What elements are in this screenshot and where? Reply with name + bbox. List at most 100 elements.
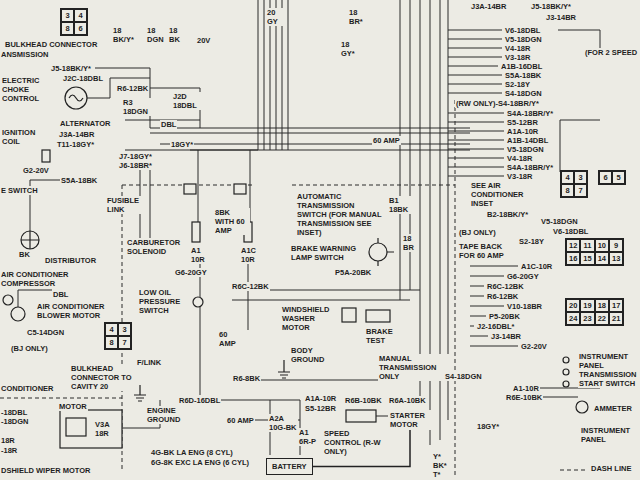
wire-label: BULKHEAD CONNECTOR bbox=[4, 40, 98, 49]
wire-label: J2-16DBL* bbox=[476, 322, 516, 331]
wire-label: BK bbox=[18, 250, 31, 259]
wire-label: J5-18BK/Y* bbox=[50, 64, 92, 73]
wire-label: T11-18GY* bbox=[56, 140, 95, 149]
wire-branches bbox=[448, 30, 600, 397]
wire-label: 18 DGN bbox=[146, 26, 168, 44]
wire-label: ANSMISSION bbox=[0, 50, 50, 59]
wire-label: A1 6R-P bbox=[298, 428, 322, 446]
wire-label: INSTRUMENT PANEL TRANSMISSION START SWIT… bbox=[578, 352, 640, 388]
wire-label: S4A-18BR/Y* bbox=[506, 109, 554, 118]
wire-label: S5-12BR bbox=[304, 404, 337, 413]
wire-label: V3A 18R bbox=[94, 420, 116, 438]
wire-label: A1B-14DBL bbox=[506, 136, 549, 145]
wire-label: 18GY* bbox=[476, 422, 500, 431]
component-name: WINDSHIELD WASHER MOTOR bbox=[282, 305, 338, 332]
washer-motor-symbol bbox=[342, 308, 356, 322]
wire-label: (BJ ONLY) bbox=[458, 228, 497, 237]
fusible-link-symbol bbox=[234, 184, 246, 194]
pin-number: 3 bbox=[118, 323, 131, 336]
wire-label: R6B-10BK bbox=[344, 396, 383, 405]
wire-label: C5-14DGN bbox=[26, 328, 65, 337]
wire-label: V5-18DGN bbox=[504, 35, 543, 44]
wire-label: LOW OIL PRESSURE SWITCH bbox=[138, 288, 188, 315]
wire-label: V10-18BR bbox=[506, 302, 543, 311]
wire-label: 60 AMP bbox=[372, 136, 401, 145]
alternator-symbol bbox=[65, 87, 87, 109]
transmission-switch-symbol bbox=[378, 238, 394, 266]
wire-label: V3-18R bbox=[504, 53, 531, 62]
wire-label: R6-12BK bbox=[116, 84, 149, 93]
component-label: BRAKE TEST bbox=[364, 326, 398, 346]
wire-label: 60 AMP bbox=[226, 416, 255, 425]
wire-label: R6E-10BK bbox=[505, 393, 543, 402]
pin-number: 10 bbox=[595, 239, 609, 252]
component-label: ALTERNATOR bbox=[58, 118, 112, 129]
component-name: ALTERNATOR bbox=[60, 119, 110, 128]
wire-label: BODY GROUND bbox=[290, 346, 322, 364]
wire-label: G2-20V bbox=[22, 166, 50, 175]
wire-label: DSHIELD WIPER MOTOR bbox=[0, 466, 91, 475]
pin-number: 24 bbox=[566, 312, 580, 325]
wire-label: A1A-10R bbox=[304, 394, 337, 403]
wire-label: ELECTRIC CHOKE CONTROL bbox=[1, 76, 43, 103]
wire-label: SEE AIR CONDITIONER INSET bbox=[470, 181, 524, 208]
wire-label: V3-18R bbox=[506, 172, 533, 181]
wire-label: J2D 18DBL bbox=[172, 92, 204, 110]
wire-label: MANUAL TRANSMISSION ONLY bbox=[378, 354, 450, 381]
wire-label: R6-8BK bbox=[232, 374, 261, 383]
wire-label: R6A-10BK bbox=[388, 396, 427, 405]
wire-label: BK* bbox=[432, 461, 448, 470]
wire-label: E SWITCH bbox=[0, 186, 39, 195]
component-label: AMMETER bbox=[592, 403, 634, 414]
wire-label: INSTRUMENT PANEL bbox=[580, 426, 638, 444]
wire-label: ENGINE GROUND bbox=[146, 406, 182, 424]
wire-label: A1C 10R bbox=[240, 246, 262, 264]
wire-label: V6-18DBL bbox=[504, 26, 541, 35]
blower-motor-symbol bbox=[11, 307, 25, 321]
wire-label: J7-18GY* bbox=[118, 152, 153, 161]
transmission-switch-symbol bbox=[369, 243, 387, 261]
wire-label: (FOR 2 SPEED bbox=[584, 48, 638, 57]
pin-number: 22 bbox=[595, 312, 609, 325]
distributor-symbol bbox=[21, 231, 39, 249]
pin-number: 19 bbox=[580, 299, 594, 312]
wire-label: DBL bbox=[52, 290, 69, 299]
switch-symbol bbox=[563, 381, 569, 387]
pressure-switch-symbol bbox=[193, 297, 203, 307]
wire-label: V4-18R bbox=[506, 154, 533, 163]
wire-label: BULKHEAD CONNECTOR TO CAVITY 20 bbox=[70, 364, 136, 391]
wire-label: A1 10R bbox=[190, 246, 206, 264]
wire-label: V5-18DGN bbox=[506, 145, 545, 154]
wire-label: 20 GY bbox=[266, 8, 286, 26]
alternator-symbol bbox=[69, 95, 83, 101]
connector-block: 3486 bbox=[60, 8, 88, 36]
wire-label: AIR CONDITIONER COMPRESSOR bbox=[0, 270, 70, 288]
component-name: BRAKE TEST bbox=[366, 327, 396, 345]
pin-number: 20 bbox=[566, 299, 580, 312]
wire-label: S4-18DGN bbox=[504, 89, 543, 98]
pin-number: 8 bbox=[561, 184, 574, 197]
wire-label: G6-20GY bbox=[174, 268, 208, 277]
wire-label: P5-20BK bbox=[488, 312, 521, 321]
coil-symbol bbox=[42, 150, 50, 162]
wire-label: A1A-10R bbox=[506, 127, 539, 136]
pin-number: 11 bbox=[580, 239, 594, 252]
wire-label: (BJ ONLY) bbox=[10, 344, 49, 353]
wire-label: TAPE BACK FOR 60 AMP bbox=[458, 242, 510, 260]
fusible-link-symbol bbox=[184, 184, 196, 194]
wire-label: 18 BR bbox=[402, 234, 418, 252]
connector-block: 4387 bbox=[560, 170, 588, 198]
pin-number: 17 bbox=[609, 299, 623, 312]
pin-number: 3 bbox=[61, 9, 74, 22]
component-name: BATTERY bbox=[272, 462, 307, 471]
switch-symbol bbox=[563, 357, 569, 363]
solenoid-symbol bbox=[192, 222, 200, 242]
pin-number: 4 bbox=[105, 323, 118, 336]
wire-label: 18 BK bbox=[168, 26, 188, 44]
wire-label: A2A 10G-BK bbox=[268, 414, 298, 432]
wire-label: S2-18Y bbox=[518, 237, 545, 246]
connector-block: 121110916151413 bbox=[565, 238, 624, 266]
pin-number: 12 bbox=[566, 239, 580, 252]
wire-harness bbox=[150, 0, 470, 445]
wire-label: B1 18BK bbox=[388, 196, 412, 214]
